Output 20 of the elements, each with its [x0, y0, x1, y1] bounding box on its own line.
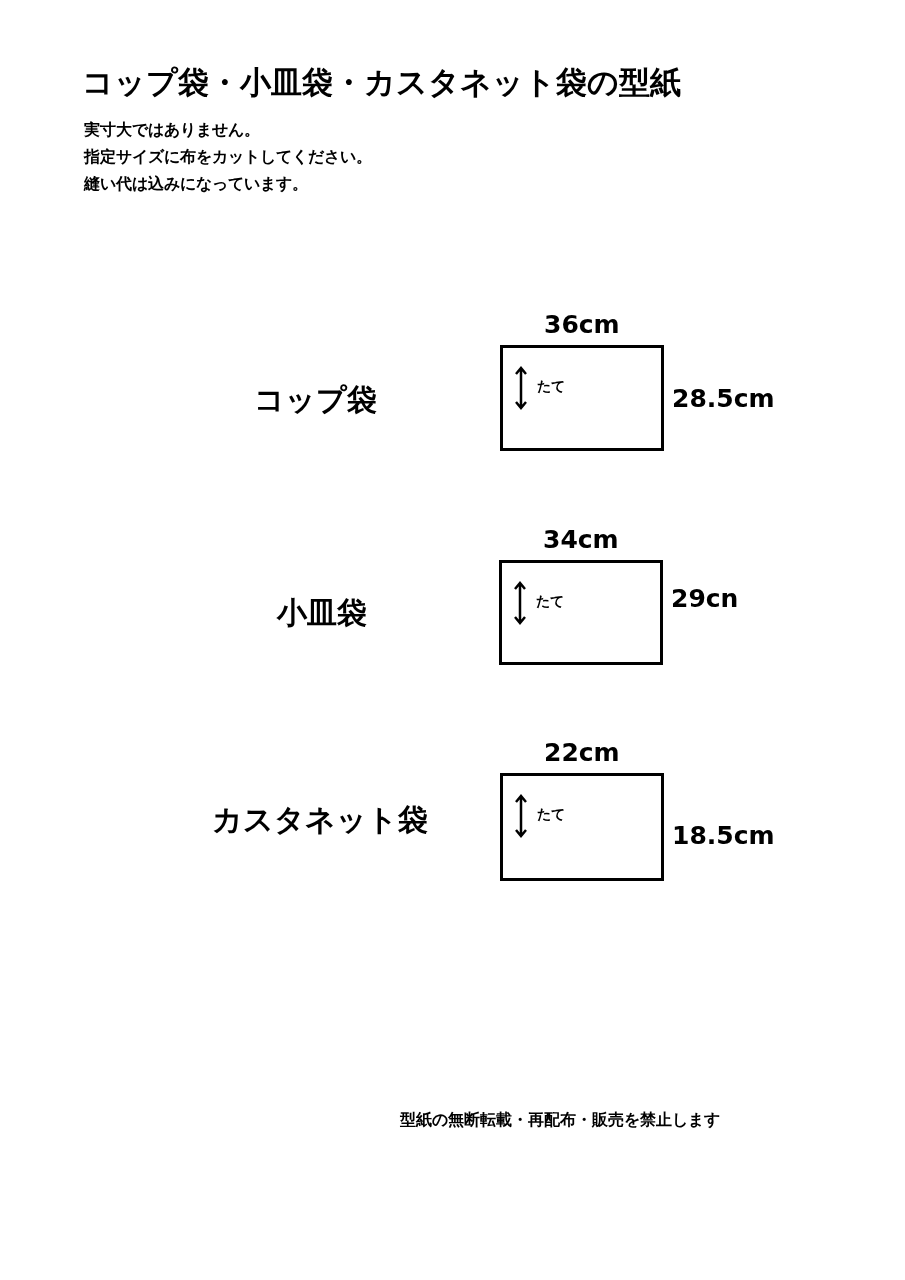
note-text: 指定サイズに布をカットしてください。 [84, 147, 372, 168]
bag-name: カスタネット袋 [212, 801, 428, 839]
title: コップ袋・小皿袋・カスタネット袋の型紙 [82, 63, 681, 102]
pattern-rectangle [500, 773, 664, 881]
width-dimension: 36cm [544, 310, 620, 339]
pattern-rectangle [499, 560, 663, 665]
bag-name: コップ袋 [253, 381, 377, 419]
height-dimension: 18.5cm [672, 821, 775, 850]
direction-label: たて [537, 378, 565, 396]
copyright-note: 型紙の無断転載・再配布・販売を禁止します [400, 1110, 720, 1131]
height-dimension: 28.5cm [672, 384, 775, 413]
direction-label: たて [536, 593, 564, 611]
width-dimension: 22cm [544, 738, 620, 767]
note-text: 実寸大ではありません。 [84, 120, 260, 141]
width-dimension: 34cm [543, 525, 619, 554]
bag-name: 小皿袋 [277, 594, 367, 632]
height-dimension: 29cn [671, 583, 739, 613]
pattern-rectangle [500, 345, 664, 451]
direction-label: たて [537, 806, 565, 824]
note-text: 縫い代は込みになっています。 [84, 174, 308, 195]
